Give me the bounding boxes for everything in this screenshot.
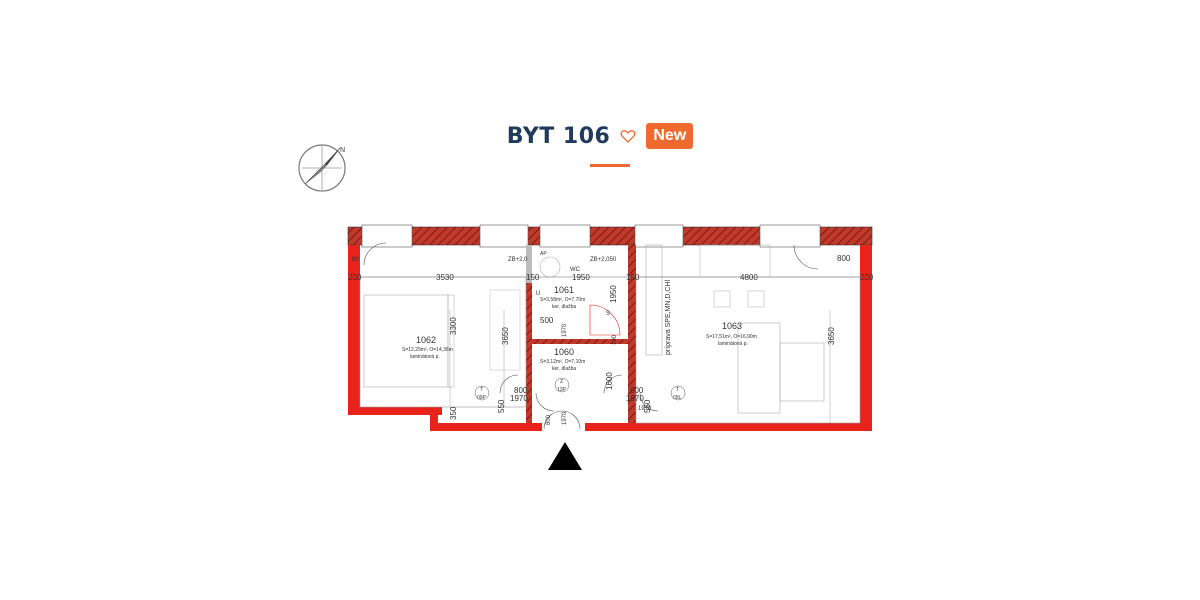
room-floor: laminátová p.	[718, 341, 748, 347]
dimension-label: 1600	[605, 372, 614, 390]
dimension-label: 80	[352, 257, 359, 263]
level-label: ZB+2,050	[590, 257, 617, 263]
wardrobe	[489, 289, 521, 371]
door-tag-circle	[474, 385, 490, 401]
dimension-label: 3530	[436, 273, 454, 282]
floor-plan: 200 3530 150 1950 150 4800 800 200 3300 …	[347, 224, 874, 431]
dimension-label: 3300	[449, 317, 458, 335]
room-1062: 1062 S=12,29m², O=14,36m laminátová p.	[402, 335, 453, 360]
window	[539, 224, 591, 248]
door-tag-circle	[554, 377, 570, 393]
room-area: S=3,12m², O=7,10m	[540, 359, 585, 365]
window	[479, 224, 529, 248]
dimension-label: 1970	[638, 406, 652, 412]
dimension-label: 800	[514, 386, 528, 395]
dimension-label: 1970	[510, 394, 528, 403]
svg-text:N: N	[340, 147, 345, 154]
door-tag: T	[676, 387, 679, 393]
new-badge: New	[646, 123, 694, 149]
room-label: WC	[570, 267, 581, 273]
room-number: 1062	[416, 335, 436, 345]
toilet	[539, 256, 561, 278]
chair	[747, 290, 765, 308]
door-tag: Z	[560, 379, 563, 385]
dimension-label: 550	[497, 399, 506, 413]
room-1061: 1061 S=3,58m², O=7,70m ker. dlažba WC AP	[540, 251, 585, 310]
door-tag: 09L	[673, 395, 682, 401]
room-number: 1061	[554, 285, 574, 295]
interior-wall	[628, 245, 636, 423]
dimension-label: 1970	[626, 394, 644, 403]
wall-segment	[526, 245, 532, 283]
chair	[713, 290, 731, 308]
room-area: S=17,51m², O=16,90m	[706, 334, 757, 340]
coffee-table	[779, 342, 825, 402]
dimension-label: 150	[526, 273, 540, 282]
dimension-label: 200	[860, 273, 874, 282]
interior-wall	[526, 283, 532, 423]
kitchen-counter	[645, 244, 663, 356]
wall-segment	[430, 407, 438, 431]
dimension-label: 500	[540, 316, 554, 325]
room-1063: 1063 S=17,51m², O=16,90m laminátová p. p…	[665, 279, 757, 355]
exterior-wall-right	[860, 245, 872, 431]
heart-outline-icon[interactable]	[620, 128, 636, 144]
dimension-label: 800	[630, 386, 644, 395]
level-label: ZB+2,0	[508, 257, 528, 263]
room-1060: 1060 S=3,12m², O=7,10m ker. dlažba	[540, 347, 585, 372]
dimension-label: 800	[837, 254, 851, 263]
dimension-label: 800	[546, 414, 552, 425]
dimension-label: 150	[626, 273, 640, 282]
exterior-wall-top	[347, 226, 873, 246]
room-floor: laminátová p.	[410, 354, 440, 360]
room-note: príprava SPE,MN,D,CHl	[665, 279, 672, 355]
room-area: S=3,58m², O=7,70m	[540, 297, 585, 303]
room-floor: ker. dlažba	[552, 366, 576, 372]
window	[634, 224, 684, 248]
entrance-triangle-icon	[548, 442, 582, 470]
room-extra: AP	[540, 251, 547, 257]
exterior-wall-left	[348, 245, 360, 413]
dimension-label: 3650	[501, 327, 510, 345]
door-tag: 09P	[477, 395, 487, 401]
dimension-label: 100	[612, 334, 618, 345]
apartment-title: BYT 106	[506, 123, 611, 149]
dimension-label: 1950	[572, 273, 590, 282]
dimension-label: 1950	[609, 285, 618, 303]
fixture-label: S	[606, 311, 610, 317]
dimension-label: 1970	[562, 323, 568, 337]
dimension-label: 1970	[562, 411, 568, 425]
wall-segment	[585, 423, 872, 431]
room-floor: ker. dlažba	[552, 304, 576, 310]
room-area: S=12,29m², O=14,36m	[402, 347, 453, 353]
door-tag: 13P	[557, 387, 567, 393]
dimension-label: 550	[643, 399, 652, 413]
dining-table	[699, 244, 771, 278]
window	[361, 224, 413, 248]
door-tag-circle	[670, 385, 686, 401]
fixture-label: U	[536, 291, 540, 297]
room-number: 1063	[722, 321, 742, 331]
door-tag: T	[480, 387, 483, 393]
window	[759, 224, 821, 248]
dimension-label: 200	[348, 273, 362, 282]
shower	[589, 304, 621, 336]
exterior-wall-bottom-left	[348, 407, 442, 415]
room-number: 1060	[554, 347, 574, 357]
wall-segment	[430, 423, 542, 431]
dimension-label: 4800	[740, 273, 758, 282]
interior-wall	[532, 339, 628, 344]
north-compass-icon: N	[298, 144, 346, 192]
dimension-label: 3650	[827, 327, 836, 345]
wall-segment	[447, 294, 455, 388]
dimension-label: 350	[449, 406, 458, 420]
title-underline	[590, 164, 630, 167]
apartment-header: BYT 106 New	[0, 118, 1200, 154]
